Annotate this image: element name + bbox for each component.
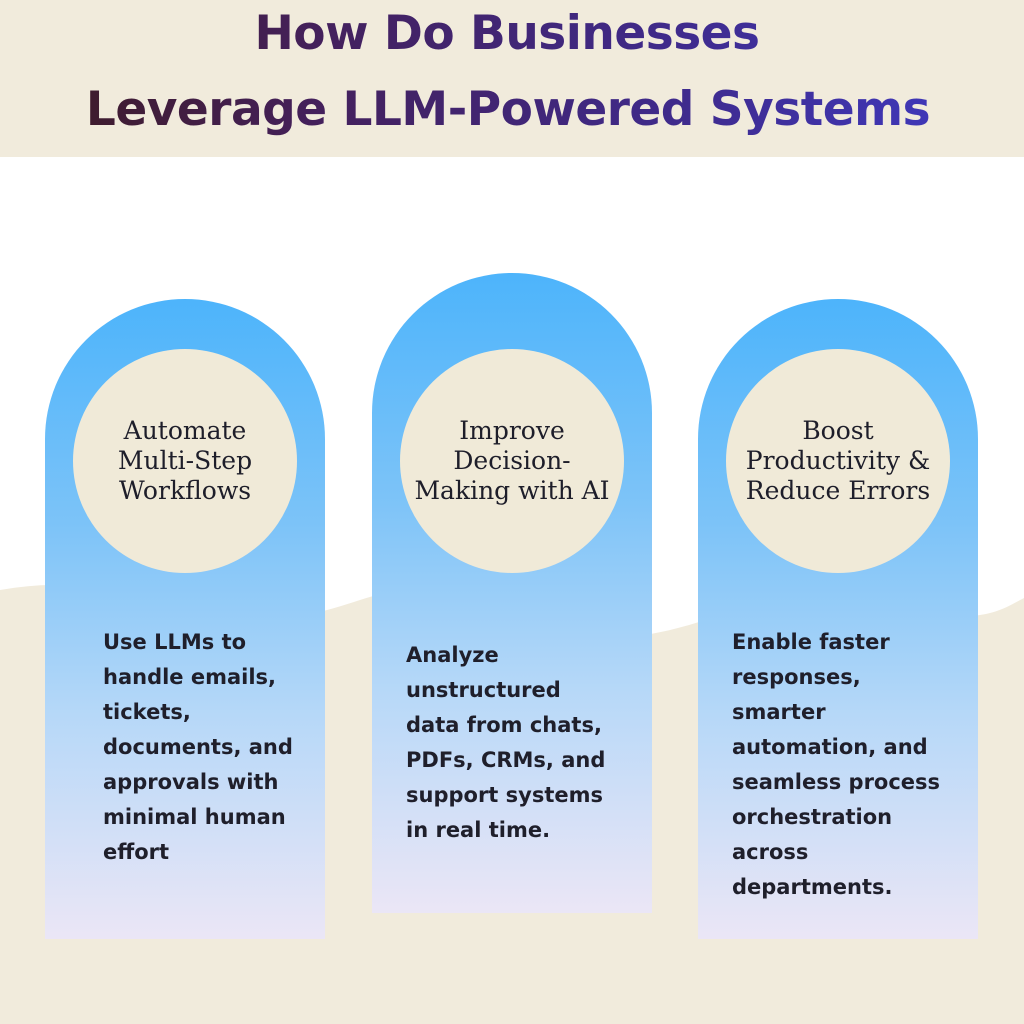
title-line-1: How Do Businesses bbox=[0, 8, 1024, 60]
card-heading-circle: Improve Decision- Making with AI bbox=[400, 349, 624, 573]
card-heading: Improve Decision- Making with AI bbox=[414, 416, 610, 505]
card-heading-circle: Boost Productivity & Reduce Errors bbox=[726, 349, 950, 573]
card-description: Enable faster responses, smarter automat… bbox=[732, 630, 941, 899]
card-description: Use LLMs to handle emails, tickets, docu… bbox=[103, 630, 293, 864]
card-boost-productivity: Boost Productivity & Reduce Errors Enabl… bbox=[698, 299, 978, 939]
card-heading: Automate Multi-Step Workflows bbox=[117, 416, 253, 505]
card-automate-workflows: Automate Multi-Step Workflows Use LLMs t… bbox=[45, 299, 325, 939]
header-band bbox=[0, 0, 1024, 157]
card-heading: Boost Productivity & Reduce Errors bbox=[745, 416, 931, 505]
card-improve-decision-making: Improve Decision- Making with AI Analyze… bbox=[372, 273, 652, 913]
title-line-2: Leverage LLM-Powered Systems bbox=[0, 84, 1024, 136]
card-heading-circle: Automate Multi-Step Workflows bbox=[73, 349, 297, 573]
card-description: Analyze unstructured data from chats, PD… bbox=[406, 643, 606, 842]
